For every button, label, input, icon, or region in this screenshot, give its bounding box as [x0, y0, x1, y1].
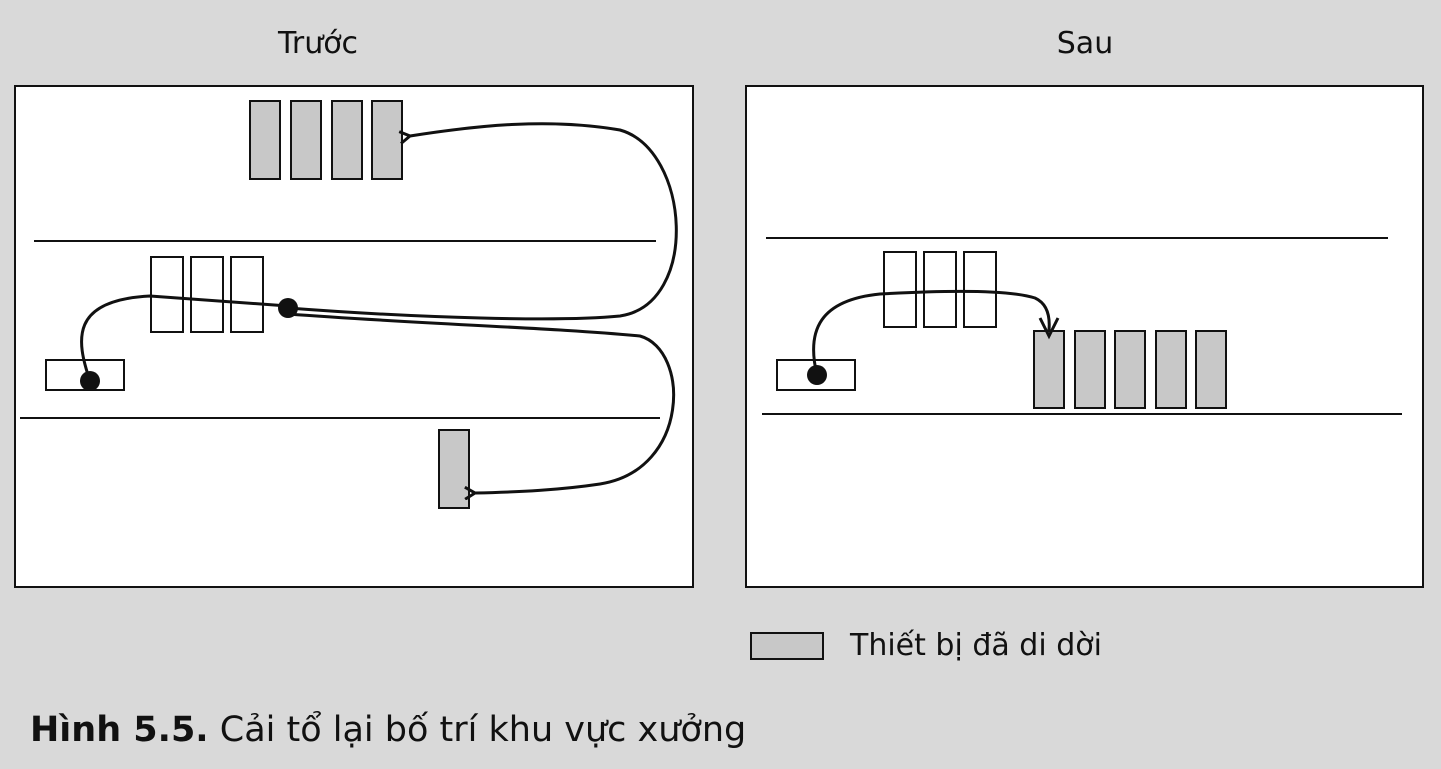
- moved-machine: [1155, 330, 1187, 409]
- after-flow-path: [812, 289, 1051, 376]
- before-panel-title: Trước: [277, 26, 359, 61]
- before-start-dot: [80, 371, 100, 391]
- moved-machine: [1033, 330, 1065, 409]
- before-moved-equipment-bottom: [438, 429, 470, 509]
- after-start-dot: [807, 365, 827, 385]
- before-moved-equipment-top: [249, 100, 403, 180]
- after-moved-equipment: [1033, 330, 1227, 409]
- fixed-machine: [190, 256, 224, 333]
- fixed-machine: [230, 256, 264, 333]
- before-junction-dot: [278, 298, 298, 318]
- fixed-machine: [963, 251, 997, 328]
- after-fixed-equipment: [883, 251, 997, 328]
- legend-label: Thiết bị đã di dời: [850, 628, 1102, 663]
- moved-machine: [331, 100, 363, 180]
- moved-machine: [371, 100, 403, 180]
- fixed-machine: [150, 256, 184, 333]
- moved-machine: [249, 100, 281, 180]
- fixed-machine: [923, 251, 957, 328]
- moved-machine: [290, 100, 322, 180]
- figure-number: Hình 5.5.: [30, 710, 209, 750]
- before-panel: [14, 85, 694, 588]
- moved-machine: [1195, 330, 1227, 409]
- before-flow-path-up: [287, 122, 678, 321]
- before-flow-path-start: [80, 294, 289, 382]
- after-panel: [745, 85, 1424, 588]
- figure-caption: Hình 5.5. Cải tổ lại bố trí khu vực xưởn…: [30, 710, 746, 750]
- fixed-machine: [883, 251, 917, 328]
- figure-caption-text: Cải tổ lại bố trí khu vực xưởng: [219, 710, 747, 750]
- after-flow-arrowhead: [1038, 317, 1060, 340]
- moved-machine: [1074, 330, 1106, 409]
- legend-swatch-moved-equipment: [750, 631, 824, 660]
- legend: Thiết bị đã di dời: [750, 628, 1102, 663]
- before-flow-path-down: [287, 312, 676, 493]
- moved-machine: [1114, 330, 1146, 409]
- before-fixed-equipment: [150, 256, 264, 333]
- after-panel-title: Sau: [1056, 26, 1114, 61]
